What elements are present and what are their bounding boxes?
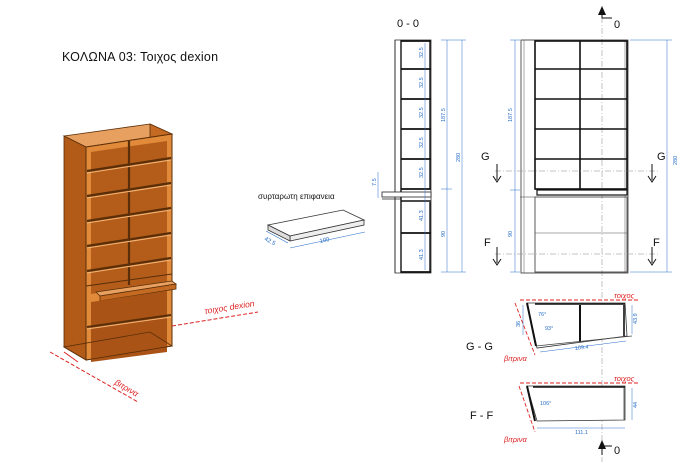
gg-dim-bottom: 109.4	[575, 345, 589, 352]
gg-angle-1: 76°	[538, 312, 546, 318]
front-dim-total: 280	[673, 156, 679, 165]
side-dim-lower-total: 90	[441, 231, 447, 237]
marker-o-top: 0	[614, 19, 620, 31]
marker-g-left: G	[481, 151, 490, 163]
gg-dim-left: 36	[516, 321, 522, 327]
pullout-depth-dim: 42.5	[263, 236, 277, 247]
page-title: ΚΟΛΩΝΑ 03: Τοιχος dexion	[62, 50, 219, 64]
ff-angle: 106°	[540, 401, 551, 407]
side-dim-upper-4: 32.5	[419, 137, 425, 148]
ff-dim-right: 44	[633, 402, 639, 408]
section-gg-title: G - G	[466, 341, 493, 353]
glass-label: βιτρινα	[112, 377, 141, 400]
section-ff: F - F τοιχος 106° 44 111.1 βιτρινα	[470, 374, 640, 444]
ff-glass-label: βιτρινα	[503, 435, 527, 444]
side-dim-lower-1: 41.3	[419, 210, 425, 221]
pullout-label: συρταρωτη επιφανεια	[258, 192, 335, 201]
side-dim-total: 280	[456, 153, 462, 162]
side-dim-upper-total: 187.5	[441, 108, 447, 122]
ff-wall-label: τοιχος	[614, 374, 635, 383]
gg-wall-label: τοιχος	[614, 291, 635, 300]
side-dim-lower-2: 41.3	[419, 249, 425, 260]
isometric-bookcase	[62, 123, 177, 362]
side-dim-upper-5: 32.5	[419, 167, 425, 178]
front-dim-upper: 187.5	[508, 108, 514, 122]
marker-g-right: G	[657, 151, 666, 163]
section-ff-title: F - F	[470, 410, 493, 422]
side-dim-shelf: 7.5	[372, 178, 378, 186]
marker-o-bottom: 0	[614, 445, 620, 457]
section-oo-title: 0 - 0	[397, 18, 419, 30]
pullout-surface-detail: συρταρωτη επιφανεια 42.5 100	[258, 192, 366, 249]
side-dim-upper-2: 32.5	[419, 77, 425, 88]
side-dim-upper-1: 32.5	[419, 47, 425, 58]
section-gg: G - G τοιχος 36 76° 93° 43.9 109.4	[466, 291, 640, 363]
ff-dim-bottom: 111.1	[575, 430, 588, 436]
marker-f-right: F	[653, 237, 660, 249]
wall-label: τοιχος dexion	[204, 298, 256, 316]
gg-dim-right: 43.9	[633, 313, 639, 324]
pullout-width-dim: 100	[319, 237, 331, 245]
side-view-oo: 0 - 0	[372, 18, 466, 274]
marker-f-left: F	[484, 237, 491, 249]
side-dim-upper-3: 32.5	[419, 107, 425, 118]
front-dim-lower: 90	[508, 231, 514, 237]
gg-glass-label: βιτρινα	[503, 354, 527, 363]
gg-angle-2: 93°	[545, 326, 553, 332]
